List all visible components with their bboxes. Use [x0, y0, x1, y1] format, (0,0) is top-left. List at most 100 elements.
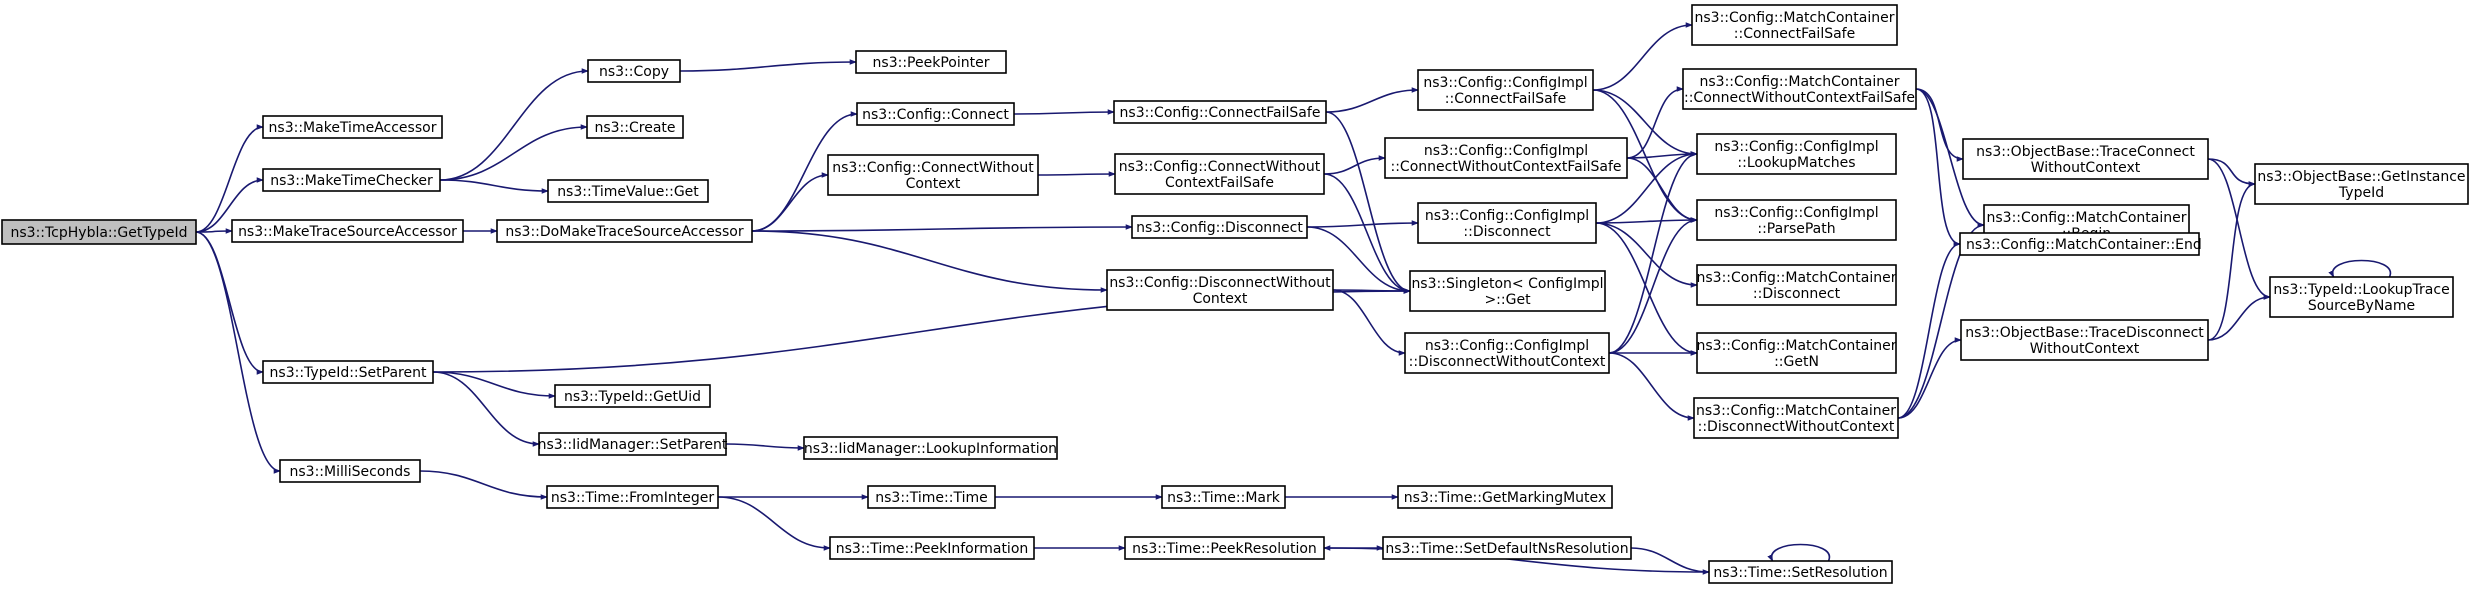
graph-node[interactable]: ns3::Time::SetDefaultNsResolution	[1382, 536, 1632, 560]
graph-node[interactable]: ns3::Singleton< ConfigImpl >::Get	[1409, 270, 1606, 312]
node-label: ContextFailSafe	[1165, 175, 1274, 191]
node-label: ns3::ObjectBase::GetInstance	[2257, 169, 2465, 185]
edge-group	[195, 228, 233, 234]
graph-node[interactable]: ns3::PeekPointer	[855, 50, 1007, 74]
node-label: ::LookupMatches	[1737, 155, 1855, 171]
graph-node[interactable]: ns3::Config::ConnectWithoutContext	[827, 154, 1039, 196]
node-box	[1696, 133, 1897, 175]
graph-node[interactable]: ns3::Time::GetMarkingMutex	[1397, 485, 1613, 509]
graph-node[interactable]: ns3::Copy	[587, 59, 681, 83]
graph-node[interactable]: ns3::Config::ConfigImpl::ConnectFailSafe	[1417, 69, 1594, 111]
graph-node[interactable]: ns3::TcpHybla::GetTypeId	[1, 219, 197, 245]
graph-node[interactable]: ns3::Config::Connect	[856, 102, 1015, 126]
call-edge	[1915, 88, 1985, 228]
node-label: ns3::Config::MatchContainer::End	[1966, 237, 2202, 253]
graph-node[interactable]: ns3::Config::Disconnect	[1131, 215, 1308, 239]
node-label: ns3::TcpHybla::GetTypeId	[11, 225, 188, 241]
node-box	[1696, 332, 1897, 374]
node-label: ns3::DoMakeTraceSourceAccessor	[505, 224, 743, 240]
call-edge	[2207, 181, 2256, 341]
node-box	[855, 50, 1007, 74]
graph-node[interactable]: ns3::Config::DisconnectWithoutContext	[1106, 269, 1334, 311]
graph-node[interactable]: ns3::Config::ConfigImpl::DisconnectWitho…	[1404, 332, 1610, 374]
graph-node[interactable]: ns3::Config::ConfigImpl::ParsePath	[1696, 199, 1897, 241]
node-label: ns3::Config::MatchContainer	[1697, 270, 1897, 286]
node-label: ns3::IidManager::SetParent	[538, 437, 728, 453]
graph-node[interactable]: ns3::Config::MatchContainer::ConnectWith…	[1682, 68, 1917, 110]
graph-node[interactable]: ns3::Config::ConfigImpl::Disconnect	[1417, 202, 1597, 244]
graph-node[interactable]: ns3::Config::MatchContainer::Begin	[1983, 204, 2190, 246]
graph-node[interactable]: ns3::Time::Mark	[1161, 485, 1286, 509]
call-edge	[432, 371, 540, 447]
graph-node[interactable]: ns3::Time::SetResolution	[1708, 560, 1893, 584]
graph-node[interactable]: ns3::Time::FromInteger	[546, 485, 719, 509]
node-box	[1409, 270, 1606, 312]
graph-node[interactable]: ns3::IidManager::SetParent	[538, 432, 728, 456]
node-box	[586, 115, 684, 139]
edge-group	[1915, 88, 1985, 228]
graph-node[interactable]: ns3::Config::MatchContainer::End	[1959, 232, 2202, 256]
node-label: WithoutContext	[2030, 341, 2140, 357]
node-box	[2269, 276, 2454, 318]
graph-node[interactable]: ns3::Config::MatchContainer::ConnectFail…	[1691, 4, 1898, 46]
node-label: ns3::TypeId::LookupTrace	[2273, 282, 2449, 298]
edge-group	[439, 179, 549, 194]
graph-node[interactable]: ns3::MakeTimeChecker	[262, 168, 441, 192]
node-label: ns3::TimeValue::Get	[557, 184, 699, 200]
graph-node[interactable]: ns3::Time::PeekResolution	[1124, 536, 1325, 560]
node-label: ns3::Config::ConfigImpl	[1423, 75, 1587, 91]
edge-group	[2207, 181, 2256, 341]
call-edge	[1630, 547, 1710, 575]
graph-node[interactable]: ns3::TypeId::GetUid	[554, 384, 711, 408]
graph-node[interactable]: ns3::Time::Time	[867, 485, 996, 509]
edge-group	[195, 231, 281, 474]
graph-node[interactable]: ns3::TimeValue::Get	[547, 179, 709, 203]
node-label: ::ConnectFailSafe	[1734, 26, 1855, 42]
node-box	[867, 485, 996, 509]
edge-group	[1595, 222, 1698, 288]
node-label: ns3::TypeId::SetParent	[270, 365, 427, 381]
node-box	[262, 115, 443, 139]
call-edge	[1626, 157, 1698, 223]
call-edge	[419, 470, 548, 500]
graph-node[interactable]: ns3::MilliSeconds	[279, 459, 421, 483]
node-box	[538, 432, 727, 456]
node-box	[1113, 100, 1327, 124]
graph-node[interactable]: ns3::Config::MatchContainer::DisconnectW…	[1693, 397, 1899, 439]
graph-node[interactable]: ns3::TypeId::SetParent	[262, 360, 434, 384]
graph-node[interactable]: ns3::DoMakeTraceSourceAccessor	[496, 219, 753, 243]
call-edge	[1626, 86, 1684, 159]
node-box	[231, 219, 464, 243]
edge-group	[1626, 86, 1684, 159]
node-box	[1962, 138, 2209, 180]
node-label: ns3::Time::PeekResolution	[1132, 541, 1317, 557]
graph-node[interactable]: ns3::Config::ConfigImpl::LookupMatches	[1696, 133, 1897, 175]
edge-group	[679, 59, 857, 72]
node-box	[262, 360, 434, 384]
edge-group	[751, 230, 1108, 293]
edge-group	[439, 68, 589, 181]
graph-node[interactable]: ns3::ObjectBase::TraceDisconnectWithoutC…	[1960, 319, 2209, 361]
graph-node[interactable]: ns3::IidManager::LookupInformation	[803, 436, 1058, 460]
node-label: >::Get	[1484, 292, 1531, 308]
edge-group	[1306, 226, 1411, 294]
call-edge	[195, 231, 281, 474]
node-label: ns3::MakeTimeChecker	[270, 173, 433, 189]
graph-node[interactable]: ns3::Config::ConnectWithoutContextFailSa…	[1114, 153, 1325, 195]
graph-node[interactable]: ns3::Create	[586, 115, 684, 139]
edge-group	[751, 172, 829, 232]
graph-node[interactable]: ns3::Config::ConnectFailSafe	[1113, 100, 1327, 124]
graph-node[interactable]: ns3::Time::PeekInformation	[829, 536, 1035, 560]
graph-node[interactable]: ns3::MakeTraceSourceAccessor	[231, 219, 464, 243]
graph-node[interactable]: ns3::Config::ConfigImpl::ConnectWithoutC…	[1384, 137, 1628, 179]
node-label: ns3::Config::MatchContainer	[1696, 403, 1896, 419]
graph-node[interactable]: ns3::Config::MatchContainer::GetN	[1696, 332, 1897, 374]
graph-node[interactable]: ns3::ObjectBase::TraceConnectWithoutCont…	[1962, 138, 2209, 180]
edge-group	[1608, 352, 1695, 421]
graph-node[interactable]: ns3::MakeTimeAccessor	[262, 115, 443, 139]
node-box	[546, 485, 719, 509]
graph-node[interactable]: ns3::Config::MatchContainer::Disconnect	[1696, 264, 1897, 306]
